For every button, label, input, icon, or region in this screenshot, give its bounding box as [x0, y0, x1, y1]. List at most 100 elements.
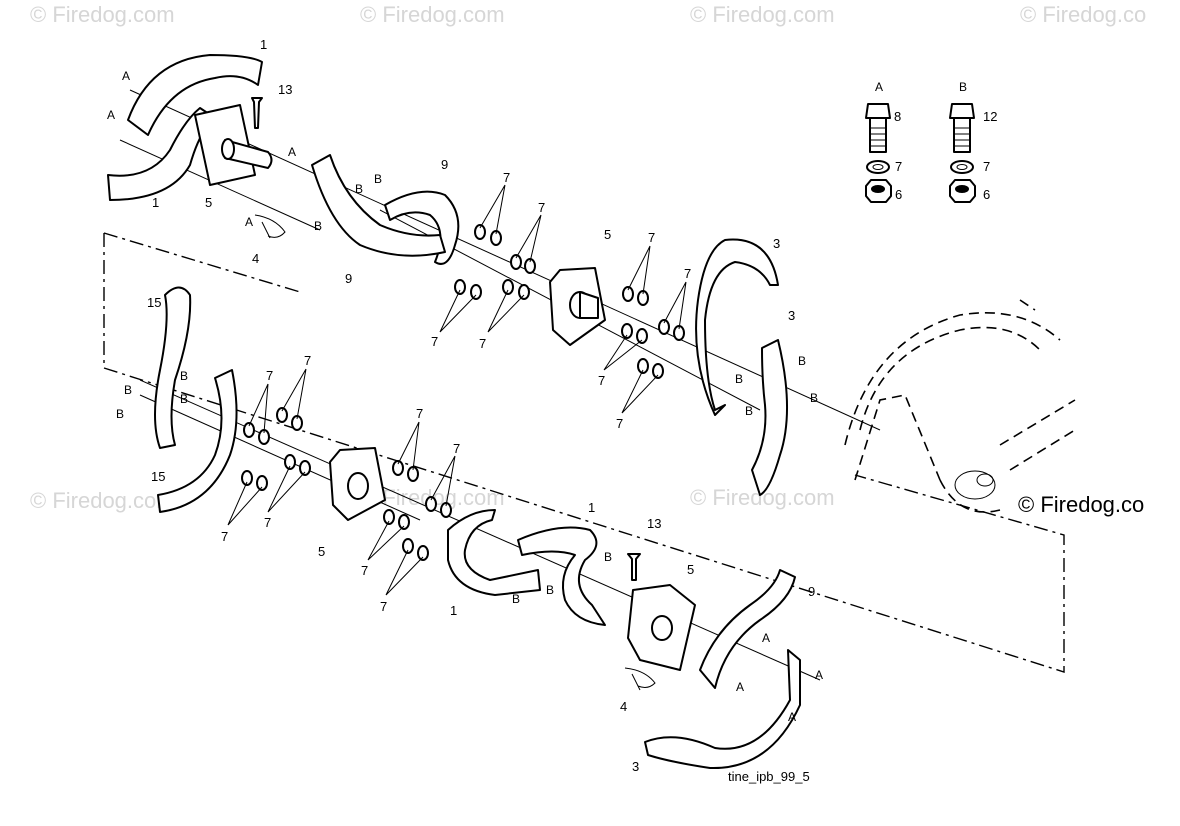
callout-5: 5: [604, 227, 611, 242]
pin-13-upper: [251, 97, 263, 129]
ref-b: B: [745, 404, 753, 418]
phantom-outline: [103, 233, 1065, 673]
callout-leaders-upper: [439, 184, 687, 414]
callout-7: 7: [264, 515, 271, 530]
callout-3: 3: [773, 236, 780, 251]
watermark: © Firedog.com: [30, 2, 175, 27]
callout-3: 3: [632, 759, 639, 774]
callout-7: 7: [266, 368, 273, 383]
hub-bore: [347, 472, 369, 500]
callout-7: 7: [453, 441, 460, 456]
callout-1: 1: [450, 603, 457, 618]
ref-a: A: [107, 108, 115, 122]
hardware-legend: A B 8 7 6 12: [865, 80, 997, 203]
reference-letters: A A A A B B B B B B B B B B B B B B A A …: [107, 69, 823, 724]
callout-7: 7: [648, 230, 655, 245]
callout-7: 7: [538, 200, 545, 215]
legend-header-b: B: [959, 80, 967, 94]
ref-b: B: [355, 182, 363, 196]
ref-a: A: [736, 680, 744, 694]
callout-1: 1: [588, 500, 595, 515]
tine-15-upper: [154, 286, 192, 449]
ref-b: B: [810, 391, 818, 405]
tine-1-lower-b: [517, 526, 606, 626]
tine-15-lower: [157, 369, 238, 513]
watermark: © Firedog.com: [360, 2, 505, 27]
ref-b: B: [124, 383, 132, 397]
tine-3-upper-b: [751, 339, 789, 496]
ref-a: A: [288, 145, 296, 159]
tine-9-lower: [699, 569, 796, 689]
callout-9: 9: [808, 584, 815, 599]
callout-7: 7: [616, 416, 623, 431]
callout-5: 5: [205, 195, 212, 210]
tine-1-upper: [127, 54, 263, 136]
callout-1: 1: [260, 37, 267, 52]
ref-b: B: [604, 550, 612, 564]
callout-7: 7: [479, 336, 486, 351]
legend-header-a: A: [875, 80, 883, 94]
clip-4-lower: [624, 667, 656, 691]
tine-1-lower-a: [447, 509, 541, 596]
figure-id: tine_ipb_99_5: [728, 769, 810, 784]
callout-7: 7: [221, 529, 228, 544]
hub-5-tube-upper: [579, 291, 599, 319]
legend-nut-a: 6: [895, 187, 902, 202]
tine-9-upper-b: [311, 154, 446, 257]
legend-washer-b: 7: [983, 159, 990, 174]
ref-b: B: [798, 354, 806, 368]
watermark-dark: © Firedog.co: [1018, 492, 1144, 517]
ref-a: A: [815, 668, 823, 682]
tiller-body-phantom: [844, 299, 1076, 513]
callout-7: 7: [416, 406, 423, 421]
phantom-outline-top: [103, 232, 301, 293]
callout-3: 3: [788, 308, 795, 323]
ref-b: B: [546, 583, 554, 597]
callout-13: 13: [647, 516, 661, 531]
callout-4: 4: [620, 699, 627, 714]
legend-washer-a: 7: [895, 159, 902, 174]
lock-washer-icon: [950, 160, 974, 174]
ref-b: B: [512, 592, 520, 606]
callout-7: 7: [361, 563, 368, 578]
callout-7: 7: [503, 170, 510, 185]
callout-1: 1: [152, 195, 159, 210]
ref-b: B: [180, 392, 188, 406]
callout-15: 15: [151, 469, 165, 484]
hub-5-tube-upper-left: [224, 139, 273, 169]
bolt-icon: [865, 103, 891, 153]
callout-9: 9: [345, 271, 352, 286]
hex-nut-icon: [949, 179, 976, 203]
callout-7: 7: [431, 334, 438, 349]
watermark: © Firedog.com: [30, 488, 175, 513]
ref-a: A: [245, 215, 253, 229]
washer-group-lower: [241, 407, 452, 561]
ref-a: A: [122, 69, 130, 83]
hub-bore: [221, 138, 235, 160]
callout-4: 4: [252, 251, 259, 266]
watermark-group: © Firedog.com © Firedog.com © Firedog.co…: [30, 2, 1146, 517]
tine-3-upper-a: [695, 238, 779, 416]
clip-4-upper: [254, 214, 286, 239]
legend-nut-b: 6: [983, 187, 990, 202]
callout-7: 7: [598, 373, 605, 388]
watermark: © Firedog.co: [1020, 2, 1146, 27]
legend-bolt-b: 12: [983, 109, 997, 124]
watermark: © Firedog.com: [690, 2, 835, 27]
ref-b: B: [180, 369, 188, 383]
hub-bore: [651, 615, 673, 641]
callout-7: 7: [304, 353, 311, 368]
callout-leaders-lower: [227, 368, 456, 596]
callout-5: 5: [687, 562, 694, 577]
washer-group-upper: [454, 224, 685, 379]
tine-3-lower: [644, 649, 801, 770]
callout-labels: 1 1 13 5 4 9 9 7 7 7 7 5 7 7 7 7 3 3 15 …: [147, 37, 815, 774]
callout-13: 13: [278, 82, 292, 97]
bolt-icon: [949, 103, 975, 153]
ref-b: B: [116, 407, 124, 421]
lock-washer-icon: [866, 160, 890, 174]
ref-b: B: [735, 372, 743, 386]
ref-b: B: [314, 219, 322, 233]
callout-7: 7: [380, 599, 387, 614]
